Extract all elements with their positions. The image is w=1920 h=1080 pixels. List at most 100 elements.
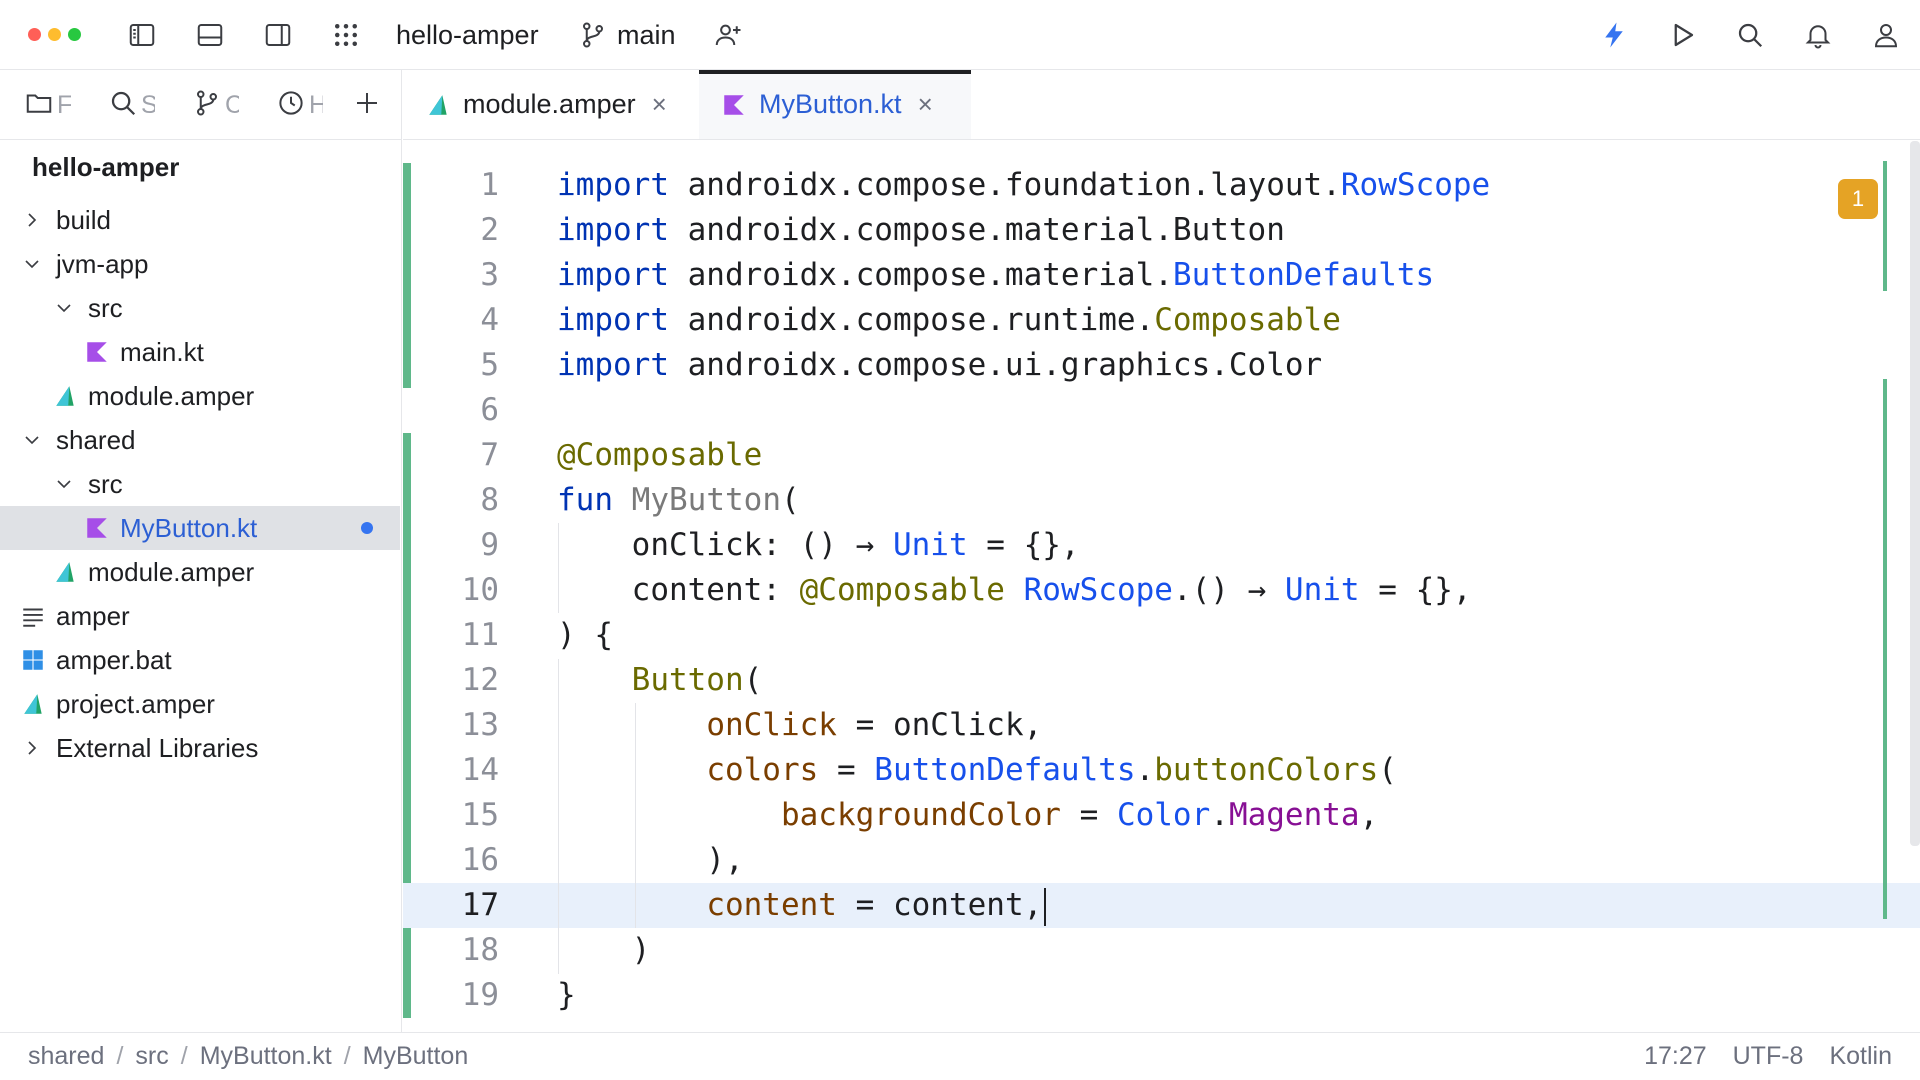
tab-mybutton-kt[interactable]: MyButton.kt × (699, 70, 971, 139)
code-text: onClick = onClick, (557, 703, 1042, 748)
chevron-right-icon[interactable] (22, 738, 42, 758)
tree-item[interactable]: shared (0, 418, 400, 462)
chevron-down-icon[interactable] (22, 430, 42, 450)
line-number[interactable]: 16 (461, 842, 499, 878)
code-line[interactable]: 11) { (403, 613, 1920, 658)
code-line[interactable]: 17 content = content, (403, 883, 1920, 928)
vertical-scrollbar[interactable] (1910, 141, 1920, 846)
tree-item[interactable]: jvm-app (0, 242, 400, 286)
code-line[interactable]: 18 ) (403, 928, 1920, 973)
tab-history[interactable]: H (276, 87, 323, 123)
sidebar-left-icon[interactable] (124, 17, 160, 53)
window-close-button[interactable] (28, 28, 41, 41)
file-encoding[interactable]: UTF-8 (1732, 1042, 1804, 1070)
close-icon[interactable]: × (651, 89, 667, 119)
code-line[interactable]: 15 backgroundColor = Color.Magenta, (403, 793, 1920, 838)
window-minimize-button[interactable] (48, 28, 61, 41)
tree-item-label: amper.bat (56, 644, 172, 675)
add-tab-button[interactable] (352, 87, 382, 123)
branch-name[interactable]: main (617, 20, 676, 50)
panel-bottom-icon[interactable] (192, 17, 228, 53)
sidebar-right-icon[interactable] (260, 17, 296, 53)
chevron-down-icon[interactable] (54, 474, 74, 494)
add-user-icon[interactable] (710, 17, 746, 53)
line-number[interactable]: 5 (480, 347, 499, 383)
bell-icon[interactable] (1800, 17, 1836, 53)
code-line[interactable]: 9 onClick: () → Unit = {}, (403, 523, 1920, 568)
line-number[interactable]: 9 (480, 527, 499, 563)
warning-count-badge[interactable]: 1 (1838, 179, 1878, 219)
breadcrumb-item[interactable]: src (135, 1042, 169, 1070)
code-line[interactable]: 13 onClick = onClick, (403, 703, 1920, 748)
line-number[interactable]: 14 (461, 752, 499, 788)
profile-icon[interactable] (1868, 17, 1904, 53)
project-root[interactable]: hello-amper (32, 152, 180, 182)
line-number[interactable]: 17 (461, 887, 499, 923)
tree-item[interactable]: MyButton.kt (0, 506, 400, 550)
line-number[interactable]: 1 (480, 167, 499, 203)
bolt-icon[interactable] (1596, 17, 1632, 53)
tab-module-amper[interactable]: module.amper × (403, 70, 699, 139)
tree-item[interactable]: module.amper (0, 550, 400, 594)
tree-item-label: jvm-app (56, 248, 149, 279)
code-line[interactable]: 19} (403, 973, 1920, 1018)
file-language[interactable]: Kotlin (1829, 1042, 1892, 1070)
amper-file-icon (52, 559, 78, 585)
tree-item[interactable]: src (0, 462, 400, 506)
code-text: ), (557, 838, 743, 883)
line-number[interactable]: 12 (461, 662, 499, 698)
tree-item[interactable]: project.amper (0, 682, 400, 726)
code-line[interactable]: 6 (403, 388, 1920, 433)
line-number[interactable]: 2 (480, 212, 499, 248)
breadcrumb-item[interactable]: MyButton (362, 1042, 469, 1070)
caret-position[interactable]: 17:27 (1644, 1042, 1707, 1070)
tree-item[interactable]: amper (0, 594, 400, 638)
scroll-change-marker (1883, 379, 1887, 919)
close-icon[interactable]: × (917, 89, 933, 119)
line-number[interactable]: 19 (461, 977, 499, 1013)
line-number[interactable]: 15 (461, 797, 499, 833)
tab-commit[interactable]: C (192, 87, 239, 123)
code-line[interactable]: 10 content: @Composable RowScope.() → Un… (403, 568, 1920, 613)
tree-item[interactable]: src (0, 286, 400, 330)
chevron-right-icon[interactable] (22, 210, 42, 230)
window-maximize-button[interactable] (68, 28, 81, 41)
apps-grid-icon[interactable] (328, 17, 364, 53)
line-number[interactable]: 11 (461, 617, 499, 653)
run-icon[interactable] (1664, 17, 1700, 53)
line-number[interactable]: 18 (461, 932, 499, 968)
code-line[interactable]: 12 Button( (403, 658, 1920, 703)
code-line[interactable]: 7@Composable (403, 433, 1920, 478)
line-number[interactable]: 4 (480, 302, 499, 338)
code-line[interactable]: 16 ), (403, 838, 1920, 883)
search-icon[interactable] (1732, 17, 1768, 53)
line-number[interactable]: 7 (480, 437, 499, 473)
line-number[interactable]: 3 (480, 257, 499, 293)
tree-item[interactable]: module.amper (0, 374, 400, 418)
tree-item[interactable]: main.kt (0, 330, 400, 374)
indent-guide (558, 659, 559, 974)
tab-search[interactable]: S (108, 87, 155, 123)
chevron-down-icon[interactable] (54, 298, 74, 318)
code-token: Button (631, 662, 744, 698)
project-name[interactable]: hello-amper (396, 20, 539, 50)
tree-item[interactable]: amper.bat (0, 638, 400, 682)
code-line[interactable]: 14 colors = ButtonDefaults.buttonColors( (403, 748, 1920, 793)
breadcrumb-item[interactable]: shared (28, 1042, 105, 1070)
line-number[interactable]: 6 (480, 392, 499, 428)
line-number[interactable]: 8 (480, 482, 499, 518)
tree-item[interactable]: External Libraries (0, 726, 400, 770)
tree-item[interactable]: build (0, 198, 400, 242)
line-number[interactable]: 13 (461, 707, 499, 743)
line-number[interactable]: 10 (461, 572, 499, 608)
chevron-down-icon[interactable] (22, 254, 42, 274)
tab-files[interactable]: F (24, 87, 71, 123)
breadcrumb-item[interactable]: MyButton.kt (199, 1042, 332, 1070)
